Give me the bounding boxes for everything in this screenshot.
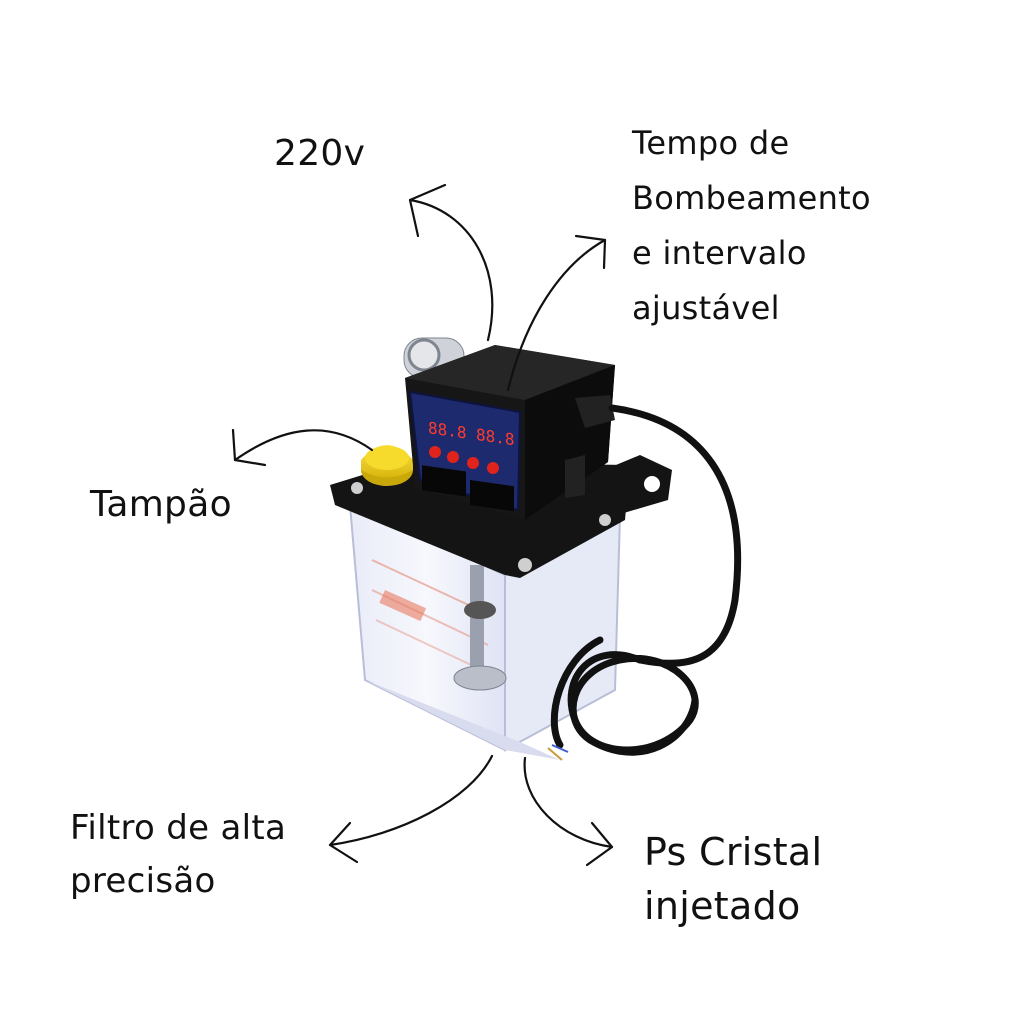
arrow-cap — [231, 428, 374, 467]
filter-assembly — [453, 565, 507, 691]
arrow-filter — [328, 754, 494, 864]
pump-time-line-1: Tempo de — [632, 124, 790, 162]
fill-cap — [361, 445, 413, 486]
body-line-1: Ps Cristal — [644, 830, 823, 874]
control-box — [405, 345, 615, 520]
power-cable — [550, 404, 742, 756]
pump-time-line-3: e intervalo — [632, 234, 807, 273]
cap-label: Tampão — [90, 484, 232, 525]
pump-time-label: Tempo de Bombeamento e intervalo ajustáv… — [632, 116, 871, 336]
arrow-pump-time — [506, 234, 607, 392]
arrow-body — [523, 756, 614, 867]
pump-time-line-4: ajustável — [632, 289, 780, 328]
filter-line-1: Filtro de alta — [70, 808, 287, 848]
body-material-label: Ps Cristal injetado — [644, 826, 822, 934]
body-line-2: injetado — [644, 883, 801, 928]
filter-label: Filtro de alta precisão — [70, 802, 286, 907]
arrow-voltage — [408, 183, 494, 342]
voltage-label: 220v — [274, 133, 366, 174]
cable-wire-ends — [547, 744, 569, 761]
pump-time-line-2: Bombeamento — [632, 179, 871, 218]
filter-line-2: precisão — [70, 860, 216, 901]
